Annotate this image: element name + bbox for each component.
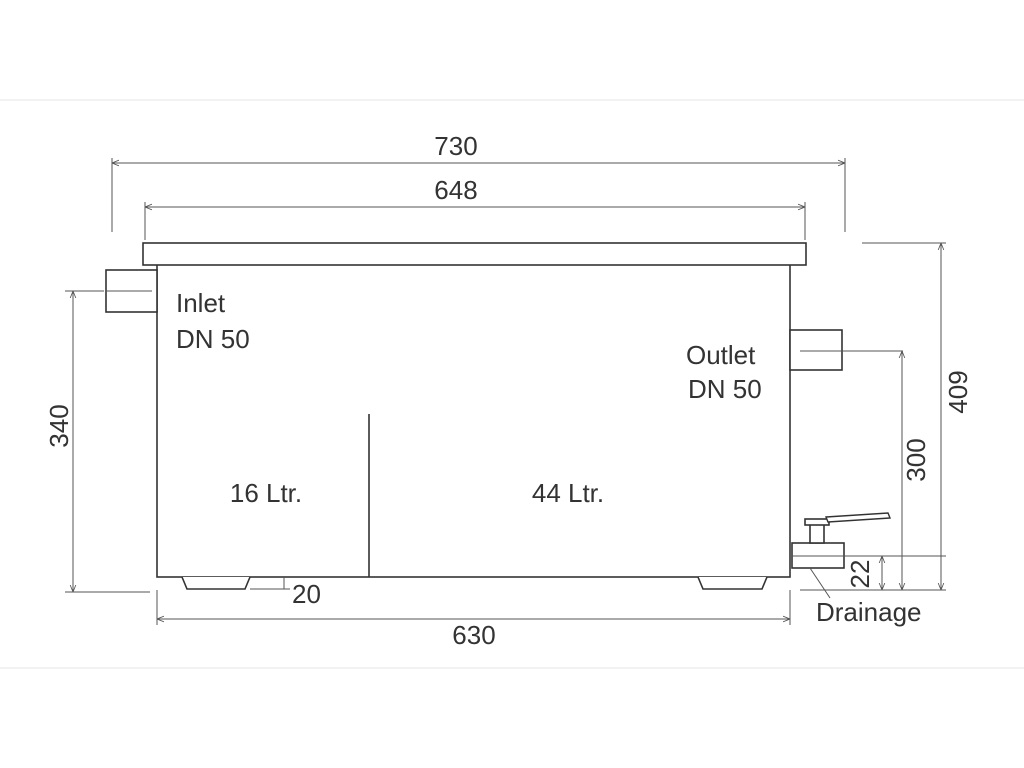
left-foot — [181, 576, 251, 590]
dim-text-340: 340 — [44, 404, 74, 447]
dim-text-730: 730 — [434, 131, 477, 161]
dim-text-409: 409 — [943, 370, 973, 413]
dim-text-300: 300 — [901, 438, 931, 481]
chamber-right-volume: 44 Ltr. — [532, 478, 604, 508]
dimension-300 — [800, 351, 946, 591]
dimension-409 — [862, 242, 946, 590]
dim-text-20: 20 — [292, 579, 321, 609]
dim-text-22: 22 — [845, 560, 875, 589]
tank-body — [156, 263, 791, 578]
dim-text-648: 648 — [434, 175, 477, 205]
inlet-label: Inlet — [176, 288, 226, 318]
drain-valve — [791, 512, 946, 599]
tank-lid — [142, 242, 807, 266]
dimension-20 — [250, 577, 290, 590]
outlet-size-label: DN 50 — [688, 374, 762, 404]
dim-text-630: 630 — [452, 620, 495, 650]
outlet-pipe — [789, 329, 843, 371]
drainage-label: Drainage — [816, 597, 922, 627]
dimension-730 — [111, 158, 846, 232]
inlet-size-label: DN 50 — [176, 324, 250, 354]
dimension-648 — [144, 202, 806, 240]
dimension-340 — [65, 290, 150, 593]
dimension-630 — [156, 590, 791, 625]
chamber-left-volume: 16 Ltr. — [230, 478, 302, 508]
right-foot — [697, 576, 768, 590]
outlet-label: Outlet — [686, 340, 756, 370]
